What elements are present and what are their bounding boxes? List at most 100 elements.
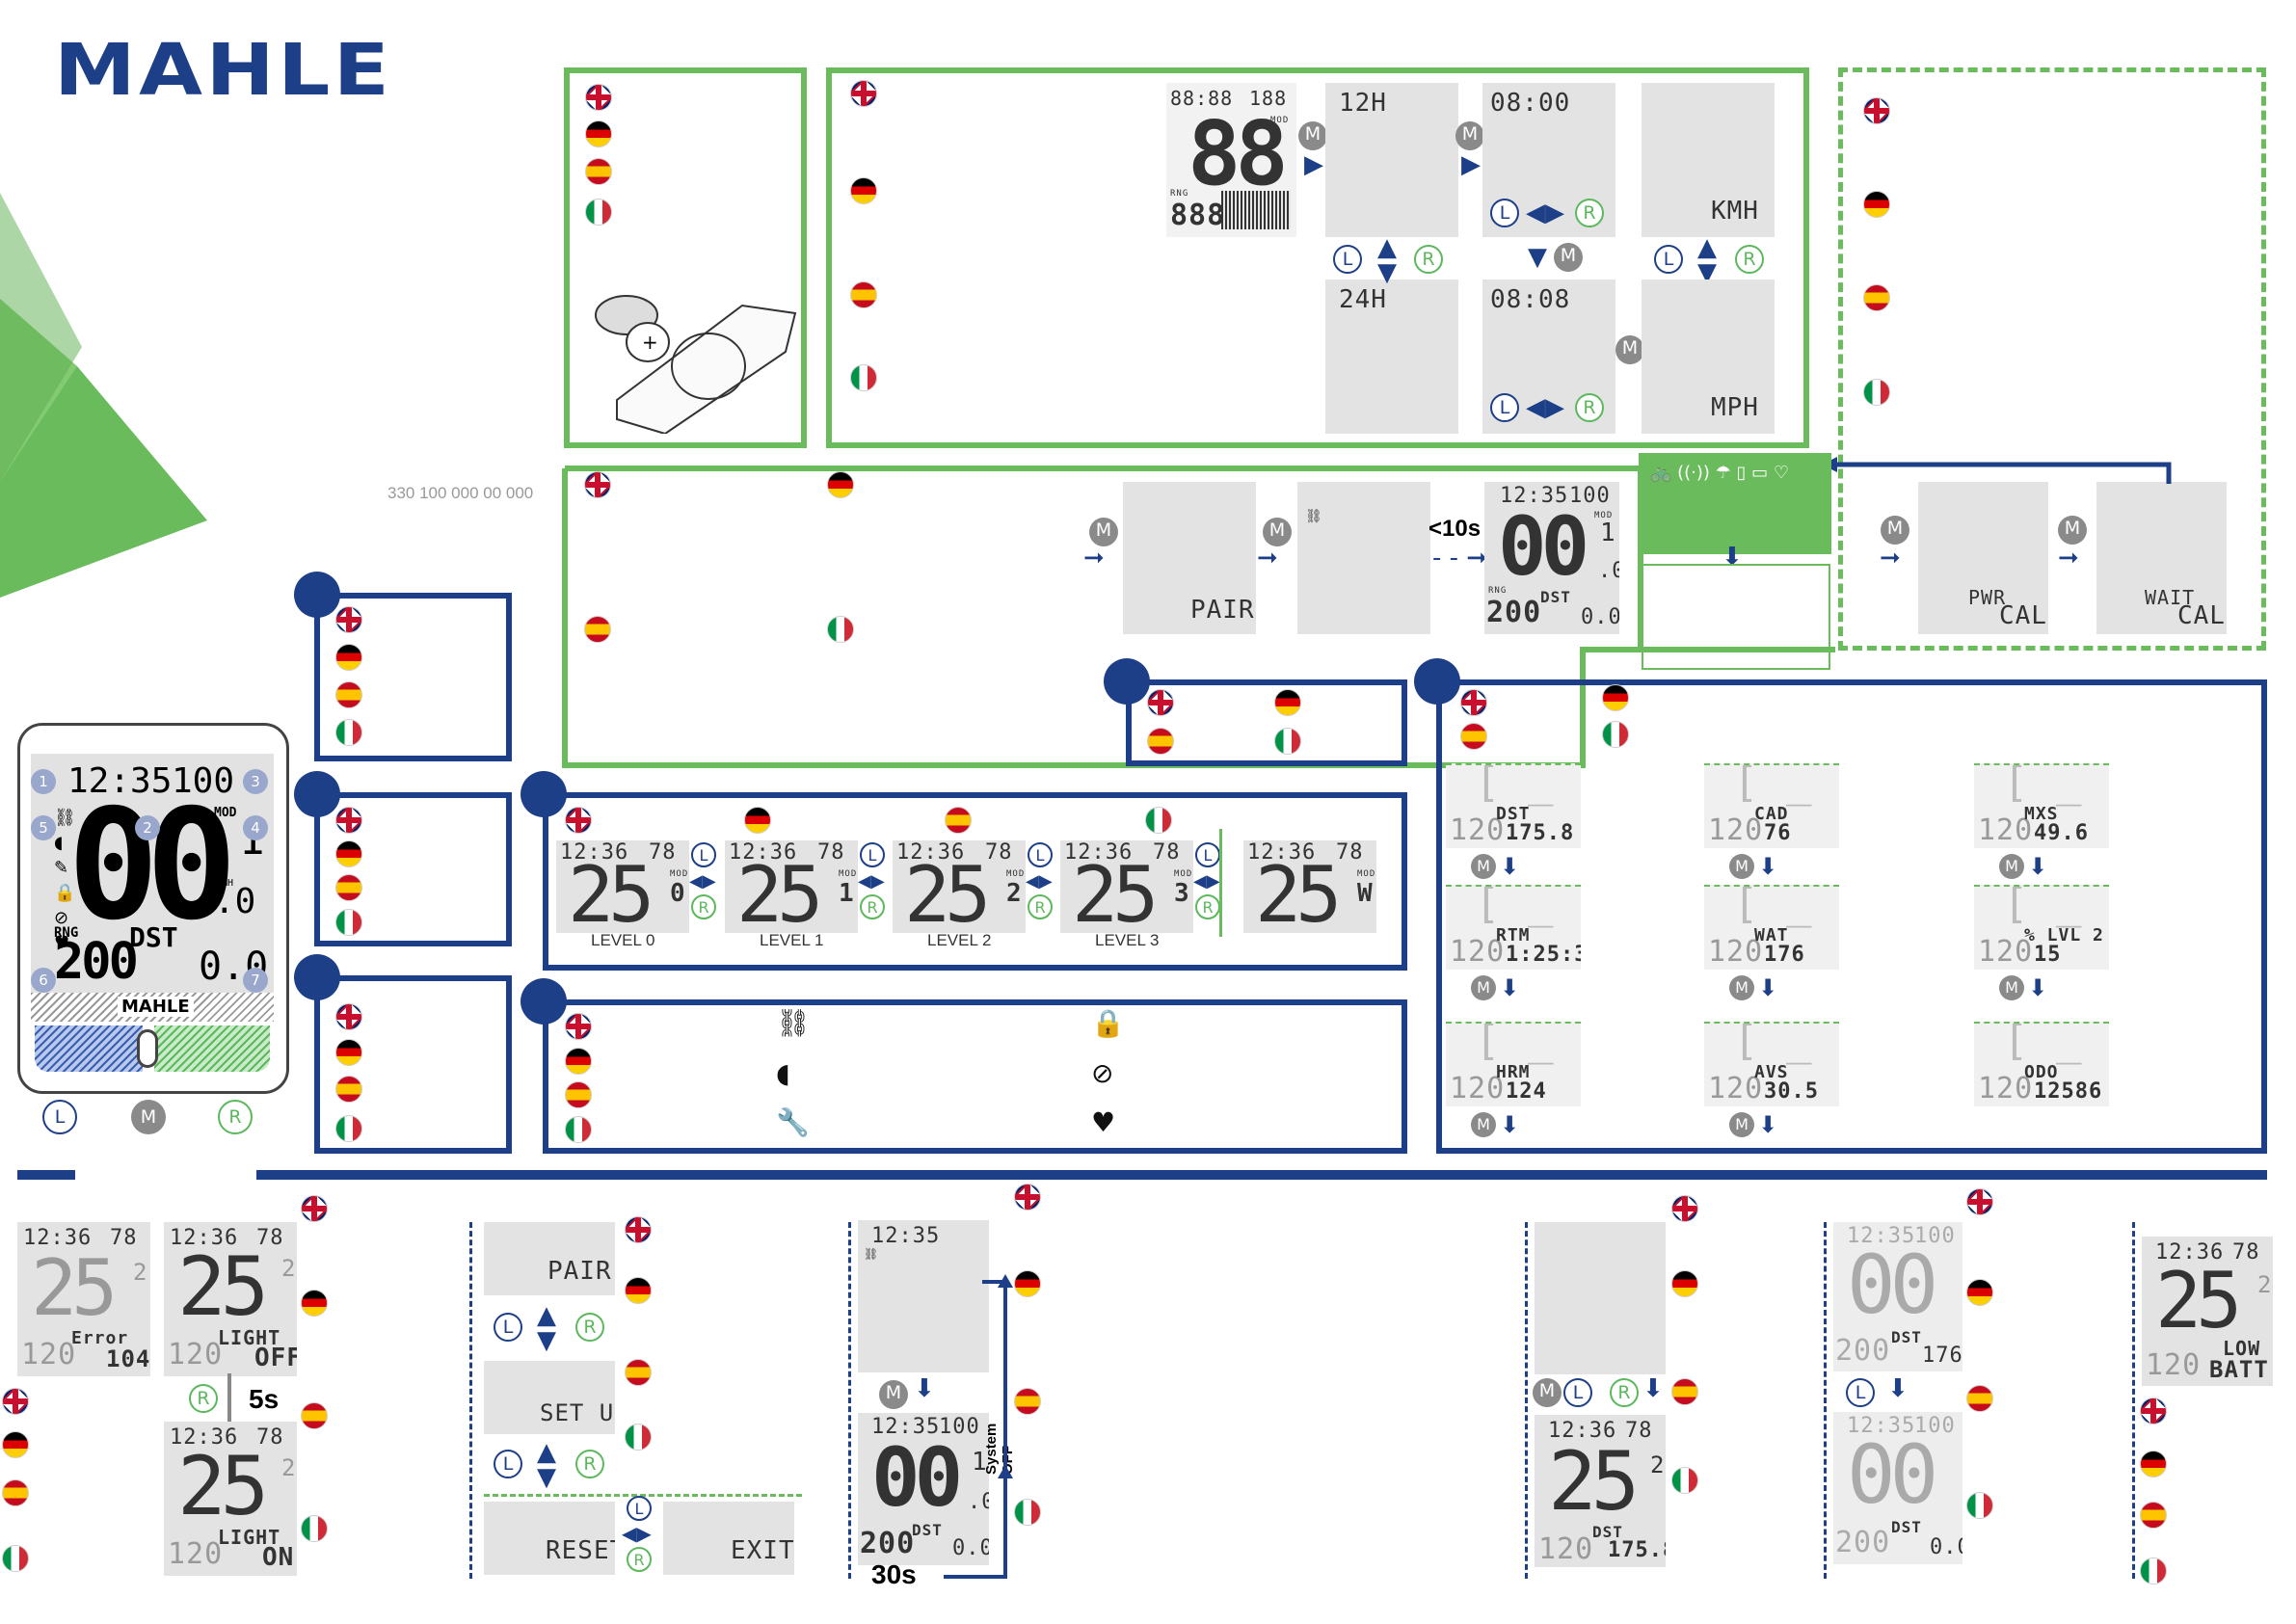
flag-de-icon: [335, 840, 362, 867]
flag-de-icon: [2140, 1451, 2167, 1478]
svg-text:+: +: [642, 331, 658, 354]
flag-en-icon: [1863, 97, 1890, 124]
l-button-icon: L: [1563, 1378, 1592, 1407]
callout-6: 6: [31, 968, 56, 993]
r-button-icon: R: [189, 1384, 218, 1413]
arrow-down-icon: ⬇: [2028, 853, 2048, 880]
device-big-digits: 00: [67, 777, 237, 954]
m-button-icon: M: [1729, 975, 1754, 1000]
assist-level-label: LEVEL 1: [760, 931, 824, 949]
device-right-button[interactable]: [154, 1025, 270, 1072]
r-button-icon: R: [218, 1100, 253, 1134]
separator-line-left: [17, 1170, 75, 1180]
arrow-updown-icon: ▲▼: [1697, 233, 1717, 287]
arrow-right-icon: ➞: [1257, 544, 1278, 572]
flag-en-icon: [625, 1216, 652, 1243]
device-logo: MAHLE: [118, 997, 194, 1017]
separator-line: [256, 1170, 2267, 1180]
flag-en-icon: [335, 1003, 362, 1030]
m-button-icon: M: [1999, 975, 2024, 1000]
no-bike-icon: ⊘: [1091, 1057, 1114, 1089]
screen-kmh: KMH: [1642, 83, 1775, 237]
menu-setup[interactable]: SET UP: [484, 1361, 615, 1434]
flag-it-icon: [565, 1116, 592, 1143]
trip-dashed-line: [1824, 1222, 1827, 1579]
device-middle-button[interactable]: [137, 1029, 158, 1068]
reset-dashed-line: [1525, 1222, 1528, 1579]
calibration-return-arrow: [1822, 457, 2172, 484]
flag-en-icon: [584, 471, 611, 498]
flag-de-icon: [744, 807, 771, 834]
device-range: 200: [54, 933, 139, 991]
info-box-4: [1126, 679, 1407, 766]
arrow-dashed-right-icon: - - ➞: [1432, 544, 1488, 572]
device-battery: 100: [172, 761, 235, 801]
r-button-icon: R: [691, 894, 716, 919]
arrow-right-icon: ➞: [1880, 544, 1901, 572]
arrow-leftright-icon: ◀▶: [689, 871, 716, 892]
menu-divider: [484, 1494, 802, 1497]
flag-es-icon: [335, 1076, 362, 1103]
r-button-icon: R: [860, 894, 885, 919]
data-screen: [ _ ]120% LVL 215: [1974, 885, 2109, 970]
sysoff-dashed-line: [848, 1222, 851, 1579]
arrow-updown-icon: [227, 1373, 231, 1427]
flag-es-icon: [565, 1081, 592, 1108]
arrow-right-icon: ➞: [2058, 544, 2079, 572]
r-button-icon: R: [575, 1450, 604, 1478]
flag-it-icon: [2140, 1557, 2167, 1584]
r-button-icon: R: [1414, 245, 1443, 274]
flag-de-icon: [2, 1431, 29, 1458]
flag-de-icon: [1966, 1279, 1993, 1306]
menu-pair[interactable]: PAIR: [484, 1222, 615, 1295]
screen-mph: MPH: [1642, 280, 1775, 434]
m-button-icon: M: [1298, 121, 1327, 150]
flag-it-icon: [585, 199, 612, 226]
m-button-icon: M: [1089, 518, 1118, 546]
flag-de-icon: [1671, 1270, 1698, 1297]
arrow-leftright-icon: ◀▶: [1026, 871, 1053, 892]
flag-es-icon: [1966, 1385, 1993, 1412]
full-segment-screen: 88:88 188 88 MOD RNG 888: [1166, 83, 1296, 237]
m-button-icon: M: [1729, 854, 1754, 879]
m-button-icon: M: [1471, 1112, 1496, 1137]
arrow-down-icon: ⬇: [1500, 974, 1520, 1001]
sensor-icons: 🚲 ((·)) ☂ ▯ ▭ ♡: [1650, 463, 1790, 483]
menu-reset[interactable]: RESET: [484, 1502, 615, 1575]
device-left-button[interactable]: [35, 1025, 143, 1072]
step-marker: [521, 978, 567, 1025]
sensor-empty-panel: [1642, 564, 1830, 670]
device-time: 12:35: [67, 761, 173, 801]
arrow-updown-icon: ▲▼: [1377, 233, 1397, 287]
icon-legend-box: [543, 999, 1407, 1154]
flag-en-icon: [1014, 1184, 1041, 1211]
flag-it-icon: [1145, 807, 1172, 834]
flag-en-icon: [565, 807, 592, 834]
device-dst-label: DST: [129, 921, 178, 953]
menu-exit[interactable]: EXIT: [663, 1502, 794, 1575]
arrow-down-icon: ⬇: [1642, 1374, 1664, 1403]
r-button-icon: R: [1575, 393, 1604, 422]
flag-it-icon: [1602, 721, 1629, 748]
flag-it-icon: [1274, 728, 1301, 755]
flag-en-icon: [2, 1388, 29, 1415]
m-button-icon: M: [1471, 975, 1496, 1000]
l-button-icon: L: [494, 1450, 522, 1478]
assist-level-label: LEVEL 3: [1095, 931, 1160, 949]
info-box-2: [314, 792, 512, 946]
l-button-icon: L: [1490, 199, 1519, 227]
arrow-down-icon: ⬇: [914, 1374, 935, 1403]
arrow-right-icon: ▶: [1461, 150, 1481, 179]
flag-it-icon: [335, 719, 362, 746]
device-kmh: KMH: [216, 878, 234, 889]
link-icon: ⛓: [1305, 509, 1323, 524]
